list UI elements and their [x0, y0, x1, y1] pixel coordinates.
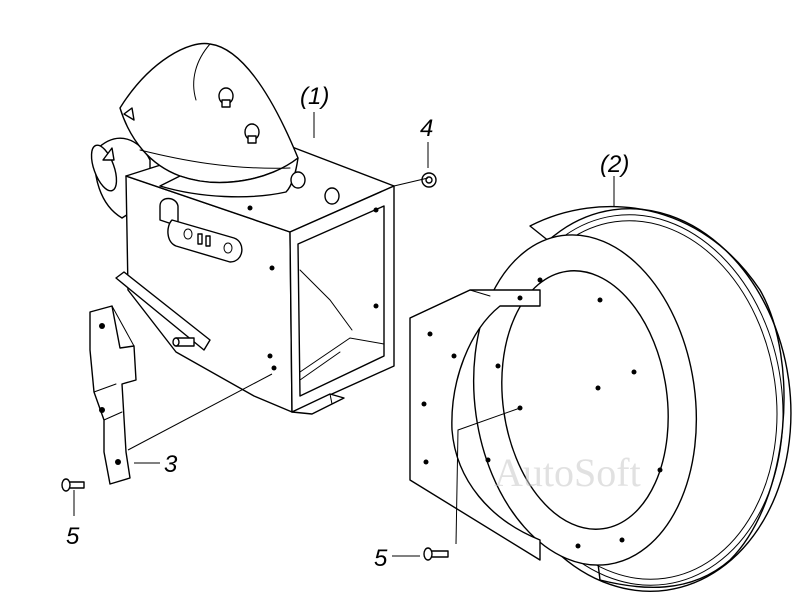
callout-part-3: 3 — [164, 451, 178, 478]
callout-part-4: 4 — [420, 115, 433, 142]
latch-clasp — [159, 197, 243, 263]
leader-lines — [73, 112, 615, 557]
callout-part-5-left: 5 — [66, 523, 80, 550]
housing-assembly — [90, 42, 395, 415]
callout-part-2: (2) — [600, 151, 629, 178]
callout-part-5-right: 5 — [374, 545, 388, 572]
screw-right — [423, 547, 449, 561]
mounting-bracket — [89, 305, 137, 485]
washer — [421, 172, 437, 188]
mounting-plate — [409, 289, 541, 561]
callout-part-1: (1) — [300, 83, 329, 110]
top-duct-elbow — [119, 42, 340, 205]
bellmouth-ring — [472, 205, 792, 592]
screw-left — [61, 478, 85, 492]
watermark: AutoSoft — [494, 450, 641, 495]
locating-pin — [172, 337, 195, 347]
housing-bottom-flange — [115, 271, 211, 351]
